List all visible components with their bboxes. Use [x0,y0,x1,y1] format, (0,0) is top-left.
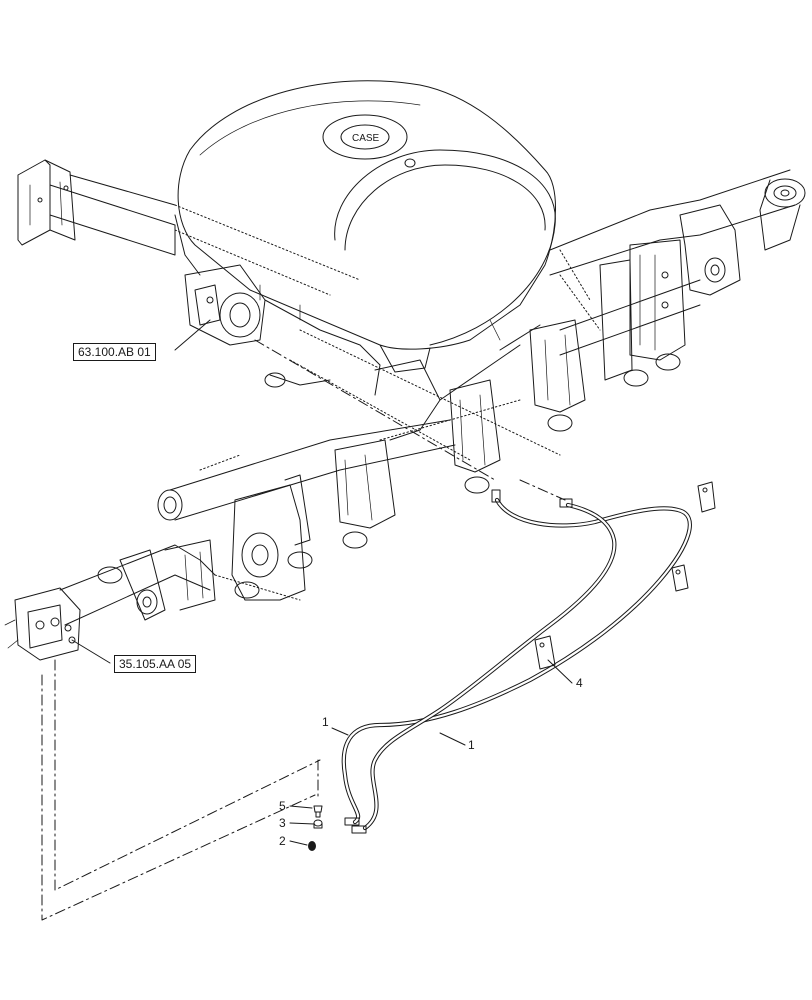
callout-valve-ref[interactable]: 35.105.AA 05 [114,655,197,673]
callout-hydraulic-ref[interactable]: 63.100.AB 01 [73,343,156,361]
main-frame [17,159,806,494]
item-number-tag: 4 [576,676,583,690]
item-number-plug: 2 [279,834,286,848]
item-number-hose-b: 1 [468,738,475,752]
small-parts [308,481,716,851]
leader-lines [71,319,573,846]
hydraulic-hoses [341,489,692,834]
item-number-hose-a: 1 [322,715,329,729]
lower-frame [4,399,521,661]
svg-text:CASE: CASE [352,133,380,144]
item-number-fitting: 5 [279,799,286,813]
routing-lines [41,339,566,921]
item-number-cap: 3 [279,816,286,830]
tank: CASE [174,80,556,373]
